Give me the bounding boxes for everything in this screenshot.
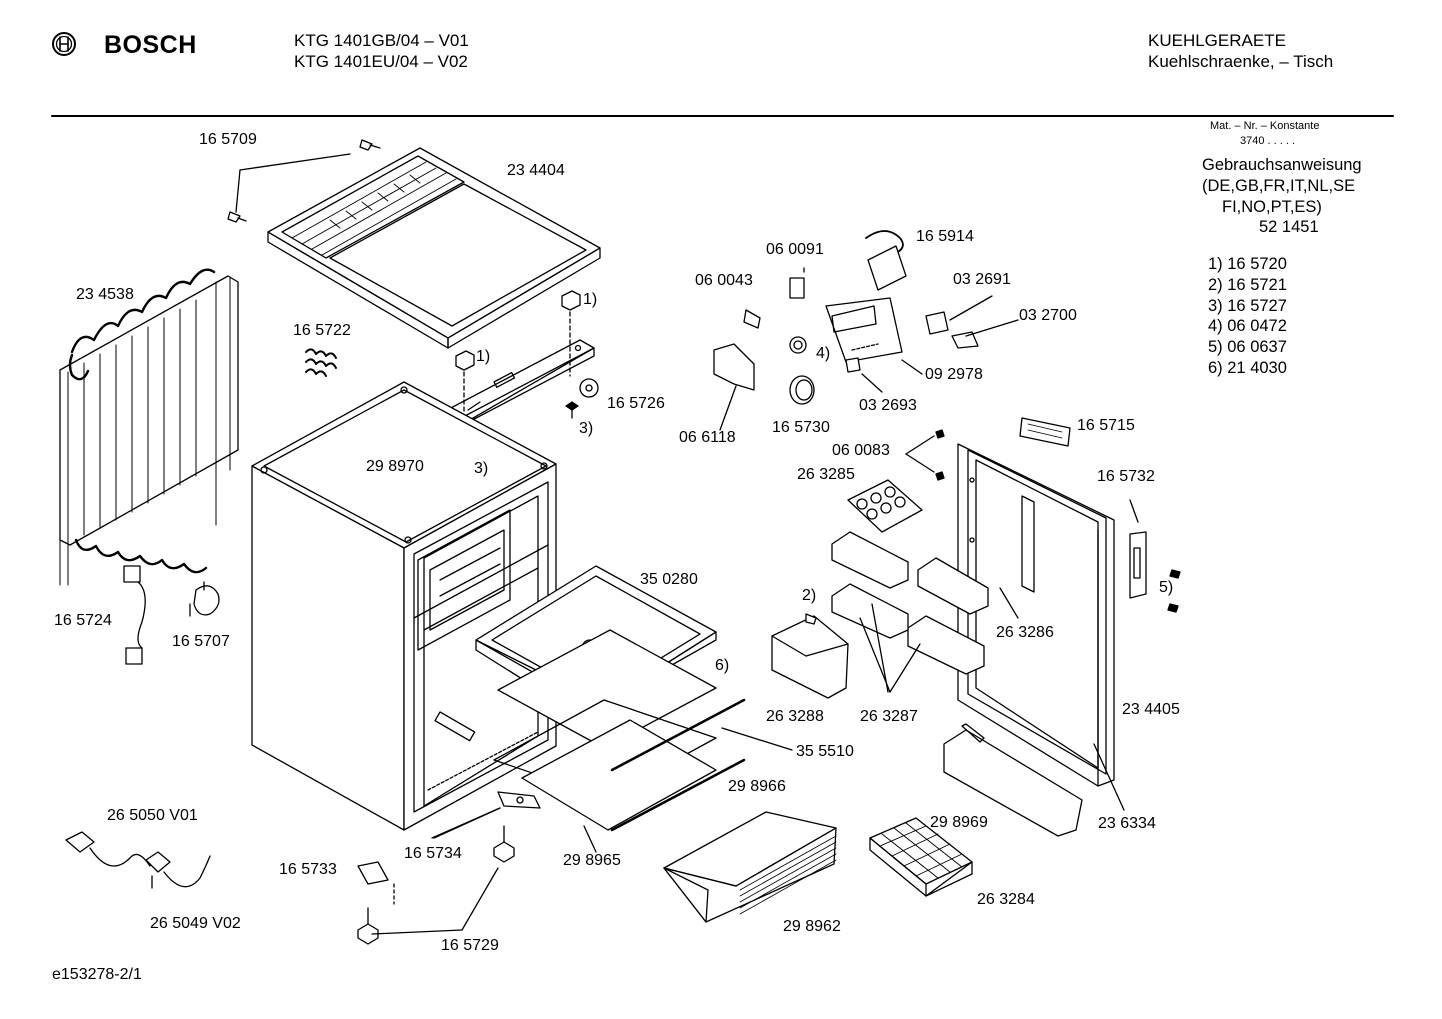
model-line-1: KTG 1401GB/04 – V01 <box>294 31 469 50</box>
part-label: 03 2691 <box>953 271 1011 288</box>
part-label: 06 0083 <box>832 442 890 459</box>
part-label: 16 5734 <box>404 845 462 862</box>
part-label: 16 5729 <box>441 937 499 954</box>
model-line-2: KTG 1401EU/04 – V02 <box>294 52 468 71</box>
rating-plate-icon <box>1019 417 1071 447</box>
footnote-list: 1) 16 5720 2) 16 5721 3) 16 5727 4) 06 0… <box>1208 254 1287 379</box>
part-label: 06 0043 <box>695 272 753 289</box>
footnote-ref: 2) <box>802 587 817 604</box>
part-label: 23 4538 <box>76 286 134 303</box>
ice-tray-drawing <box>869 817 973 897</box>
part-label: 03 2693 <box>859 397 917 414</box>
footnote-ref: 3) <box>474 460 489 477</box>
footnote-item: 3) 16 5727 <box>1208 296 1287 315</box>
footnote-item: 1) 16 5720 <box>1208 255 1287 273</box>
subcategory-title: Kuehlschraenke, – Tisch <box>1148 52 1334 71</box>
part-label: 26 3286 <box>996 624 1054 641</box>
footnote-item: 4) 06 0472 <box>1208 317 1287 336</box>
part-label: 16 5730 <box>772 419 830 436</box>
part-label: 29 8966 <box>728 778 786 795</box>
manual-block: Gebrauchsanweisung (DE,GB,FR,IT,NL,SE FI… <box>1202 155 1362 238</box>
part-label: 16 5709 <box>199 131 257 148</box>
screw-icon-060083 <box>905 429 945 481</box>
footnote-ref: 4) <box>816 345 831 362</box>
footnote-ref: 5) <box>1159 579 1174 596</box>
part-label: 26 3285 <box>797 466 855 483</box>
part-label: 16 5724 <box>54 612 112 629</box>
footnote-ref: 1) <box>476 348 491 365</box>
door-shelf-drawing <box>831 479 1083 837</box>
part-label: 26 5049 V02 <box>150 915 241 932</box>
part-label: 16 5715 <box>1077 417 1135 434</box>
part-label: 26 3284 <box>977 891 1035 908</box>
part-label: 26 3287 <box>860 708 918 725</box>
part-label: 16 5733 <box>279 861 337 878</box>
crisper-cover-drawing <box>493 629 793 853</box>
manual-line: 52 1451 <box>1259 218 1319 237</box>
footnote-ref: 1) <box>583 291 598 308</box>
manual-line: (DE,GB,FR,IT,NL,SE <box>1202 176 1356 195</box>
part-label: 26 5050 V01 <box>107 807 198 824</box>
document-id: e153278-2/1 <box>52 966 142 983</box>
top-cover-drawing <box>267 147 601 349</box>
drawer-drawing <box>663 811 837 923</box>
category-title: KUEHLGERAETE <box>1148 31 1286 50</box>
part-label: 23 4405 <box>1122 701 1180 718</box>
brand-logo-text: BOSCH <box>104 31 197 59</box>
footnote-item: 5) 06 0637 <box>1208 338 1287 357</box>
door-drawing <box>957 443 1115 787</box>
footnote-item: 2) 16 5721 <box>1208 275 1287 294</box>
door-handle-icon <box>1129 499 1181 613</box>
manual-line: FI,NO,PT,ES) <box>1222 197 1322 216</box>
part-label: 29 8962 <box>783 918 841 935</box>
condenser-drawing <box>59 268 239 586</box>
footnote-ref: 3) <box>579 420 594 437</box>
cabinet-drawing <box>251 381 557 831</box>
thermostat-assembly-drawing <box>713 230 1019 431</box>
butter-dish-drawing <box>771 613 849 699</box>
adjustable-foot-icon <box>357 825 515 945</box>
part-label: 23 6334 <box>1098 815 1156 832</box>
part-label: 16 5732 <box>1097 468 1155 485</box>
part-label: 09 2978 <box>925 366 983 383</box>
screw-icon-165709 <box>227 139 381 223</box>
part-label: 06 6118 <box>679 429 736 446</box>
mat-nr-label: Mat. – Nr. – Konstante <box>1210 120 1320 132</box>
part-label: 16 5707 <box>172 633 230 650</box>
relay-icon-165724 <box>123 565 146 665</box>
part-label: 29 8969 <box>930 814 988 831</box>
part-label: 16 5726 <box>607 395 665 412</box>
part-label: 03 2700 <box>1019 307 1077 324</box>
footnote-item: 6) 21 4030 <box>1208 358 1287 377</box>
part-label: 29 8970 <box>366 458 424 475</box>
part-label: 26 3288 <box>766 708 824 725</box>
thermostat-icon-165707 <box>189 581 220 617</box>
part-label: 06 0091 <box>766 241 824 258</box>
bosch-logo-icon <box>52 32 76 56</box>
spring-icon-165722 <box>305 348 337 377</box>
leader-165734 <box>433 807 501 839</box>
part-label: 16 5914 <box>916 228 974 245</box>
part-label: 16 5722 <box>293 322 351 339</box>
footnote-ref: 6) <box>715 657 730 674</box>
door-gasket-line <box>1093 743 1125 811</box>
manual-line: Gebrauchsanweisung <box>1202 156 1362 174</box>
mat-nr-value: 3740 . . . . . <box>1240 135 1296 147</box>
part-label: 35 0280 <box>640 571 698 588</box>
power-cord-icon <box>65 831 211 889</box>
part-label: 23 4404 <box>507 162 565 179</box>
part-label: 35 5510 <box>796 743 854 760</box>
part-label: 29 8965 <box>563 852 621 869</box>
